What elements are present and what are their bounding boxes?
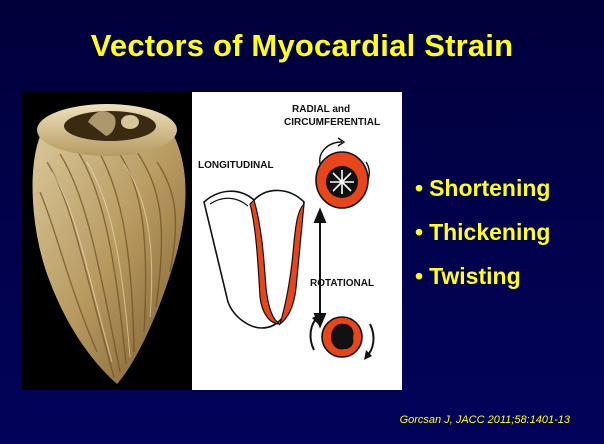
bullet-text: Shortening	[429, 175, 550, 201]
double-arrow-icon	[315, 210, 325, 326]
longitudinal-heart-diagram	[204, 190, 304, 328]
bullet-marker: •	[415, 219, 423, 245]
radial-ring-diagram	[316, 138, 369, 208]
bullet-marker: •	[415, 263, 423, 289]
bullet-item-twisting: •Twisting	[415, 263, 550, 307]
citation: Gorcsan J, JACC 2011;58:1401-13	[400, 414, 570, 426]
strain-diagram: RADIAL and CIRCUMFERENTIAL LONGITUDINAL …	[192, 92, 402, 390]
bullet-text: Thickening	[429, 219, 550, 245]
strain-figure: RADIAL and CIRCUMFERENTIAL LONGITUDINAL …	[22, 92, 402, 390]
heart-specimen-photo	[22, 92, 192, 390]
bullet-list: •Shortening •Thickening •Twisting	[415, 175, 550, 307]
bullet-marker: •	[415, 175, 423, 201]
slide-title: Vectors of Myocardial Strain	[0, 28, 604, 64]
heart-specimen-photo-svg	[22, 92, 192, 390]
strain-diagram-svg	[192, 92, 402, 390]
bullet-text: Twisting	[429, 263, 521, 289]
bullet-item-shortening: •Shortening	[415, 175, 550, 219]
bullet-item-thickening: •Thickening	[415, 219, 550, 263]
